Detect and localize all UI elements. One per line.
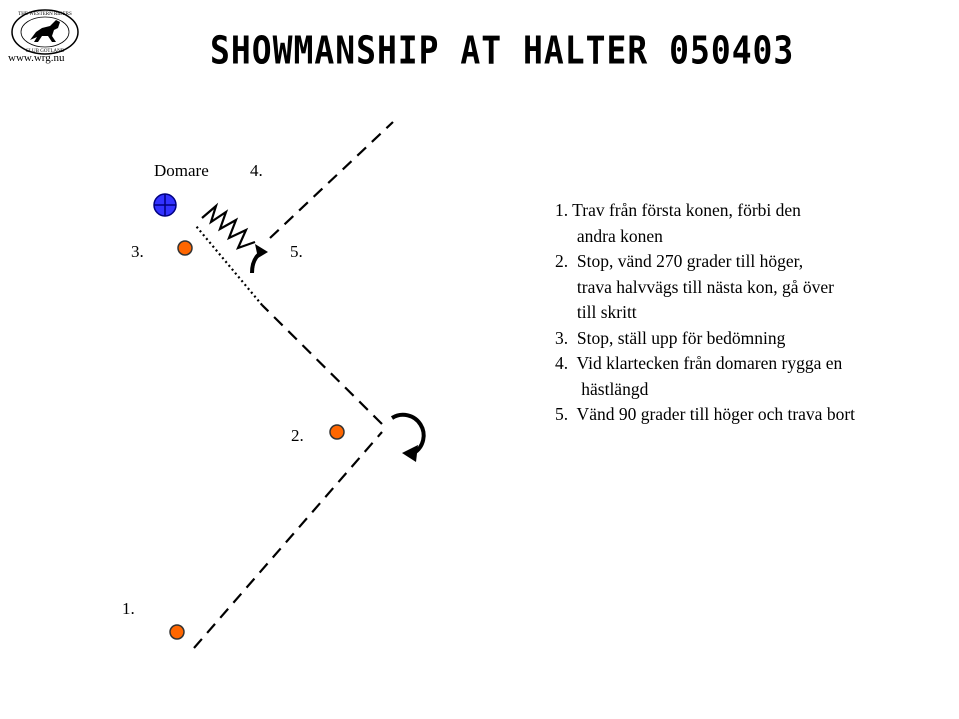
instruction-line: till skritt xyxy=(555,302,637,322)
club-logo: THE WESTERN RIDERS CLUB GOTLAND xyxy=(11,9,79,55)
point-5-label: 5. xyxy=(290,242,303,261)
backup-zigzag xyxy=(201,202,256,250)
point-4-label: 4. xyxy=(250,161,263,180)
point-1-label: 1. xyxy=(122,599,135,618)
cone-3 xyxy=(177,240,193,256)
walk-path xyxy=(195,225,263,306)
instruction-line: 2. Stop, vänd 270 grader till höger, xyxy=(555,251,804,271)
trot-path xyxy=(193,431,383,649)
turn-270-arrowhead xyxy=(402,445,418,462)
instruction-line: 5. Vänd 90 grader till höger och trava b… xyxy=(555,404,856,424)
horse-icon xyxy=(30,20,60,42)
cone-2 xyxy=(329,424,345,440)
cone-1 xyxy=(169,624,185,640)
page-title: SHOWMANSHIP AT HALTER 050403 xyxy=(210,28,795,73)
instruction-line: 3. Stop, ställ upp för bedömning xyxy=(555,327,786,348)
point-3-label: 3. xyxy=(131,242,144,261)
point-2-label: 2. xyxy=(291,426,304,445)
instruction-line: andra konen xyxy=(555,225,663,246)
instruction-line: hästlängd xyxy=(555,378,649,399)
trot-halfway-path xyxy=(261,304,383,425)
turn-90-arrowhead xyxy=(255,244,268,258)
instruction-line: 4. Vid klartecken från domaren rygga en xyxy=(555,353,843,373)
logo-ring-top: THE WESTERN RIDERS xyxy=(18,12,72,17)
logo-ring-bottom: CLUB GOTLAND xyxy=(26,49,65,54)
turn-270-arrow xyxy=(390,412,426,455)
instruction-line: trava halvvägs till nästa kon, gå över xyxy=(555,276,834,297)
judge-label: Domare xyxy=(154,161,209,180)
instructions-list: 1. Trav från första konen, förbi den and… xyxy=(555,198,950,428)
exit-path xyxy=(269,121,394,239)
instruction-line: 1. Trav från första konen, förbi den xyxy=(555,200,801,220)
logo-url[interactable]: www.wrg.nu xyxy=(8,52,65,64)
